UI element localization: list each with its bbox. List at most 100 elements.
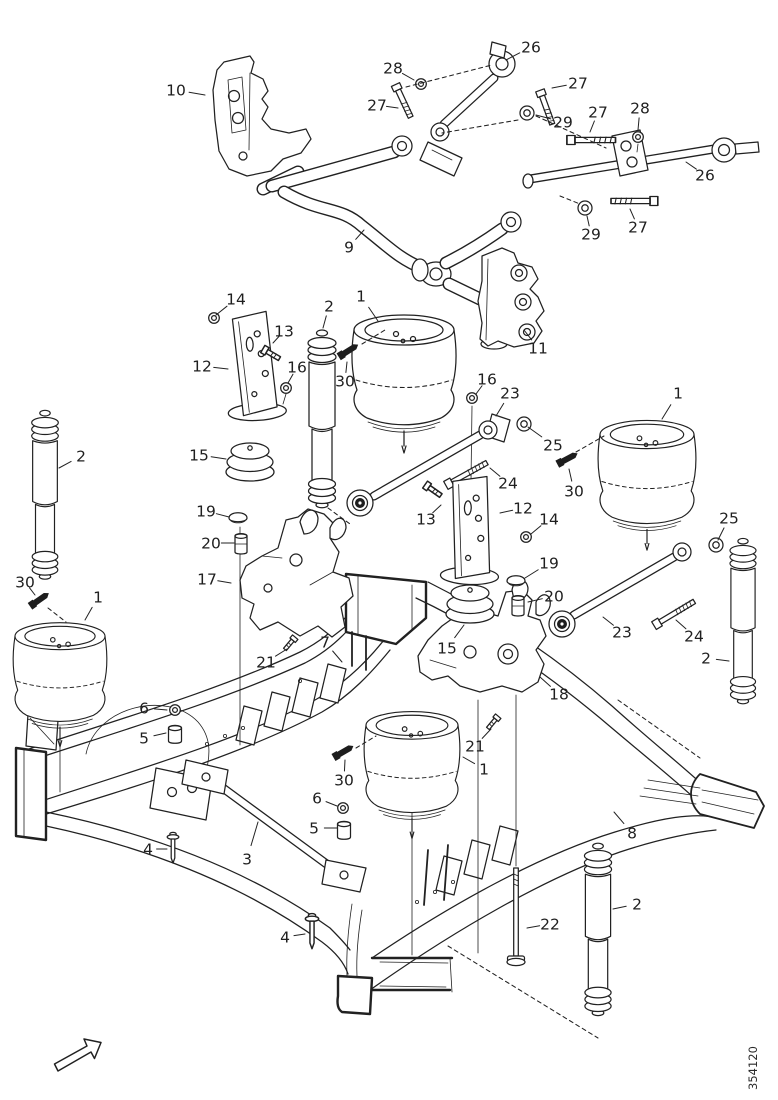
callout-label-1: 1 xyxy=(673,385,683,403)
callout-label-27: 27 xyxy=(628,219,648,237)
callout-label-1: 1 xyxy=(356,288,366,306)
callout-leader-13 xyxy=(432,504,442,514)
callout-leader-29 xyxy=(586,215,590,227)
callout-label-29: 29 xyxy=(581,226,601,244)
bolt-27 xyxy=(566,134,617,146)
callout-label-30: 30 xyxy=(335,373,355,391)
callout-label-17: 17 xyxy=(197,571,217,589)
callout-label-19: 19 xyxy=(196,503,216,521)
callout-leader-27 xyxy=(385,105,399,109)
callout-label-2: 2 xyxy=(701,650,711,668)
callout-leader-28 xyxy=(637,117,640,131)
callout-label-10: 10 xyxy=(166,82,186,100)
callout-leader-27 xyxy=(629,208,635,220)
callout-label-23: 23 xyxy=(500,385,520,403)
frame-rail-right xyxy=(336,581,765,1016)
torque-rod-bracket-11 xyxy=(477,247,545,350)
track-bar xyxy=(181,759,367,893)
callout-label-5: 5 xyxy=(309,820,319,838)
callout-label-28: 28 xyxy=(383,60,403,78)
bolt-21 xyxy=(484,713,502,732)
callout-label-6: 6 xyxy=(312,790,322,808)
callout-leader-8 xyxy=(613,811,625,825)
callout-leader-23 xyxy=(602,616,614,626)
callout-label-19: 19 xyxy=(539,555,559,573)
callout-leader-11 xyxy=(523,329,533,341)
washer-25 xyxy=(516,416,532,432)
bolt-27 xyxy=(610,195,659,207)
rubber-bumper-15 xyxy=(445,584,495,624)
callout-leader-20 xyxy=(527,598,543,603)
callout-label-30: 30 xyxy=(564,483,584,501)
callout-leader-26 xyxy=(505,52,521,61)
callout-leader-19 xyxy=(215,513,230,518)
nut-6 xyxy=(337,802,349,814)
callout-label-18: 18 xyxy=(549,686,569,704)
callout-leader-15 xyxy=(454,624,465,639)
callout-leader-21 xyxy=(481,728,492,739)
axle-bracket-10 xyxy=(212,55,312,177)
pin-4 xyxy=(166,831,180,864)
callout-label-8: 8 xyxy=(627,825,637,843)
callout-leader-27 xyxy=(551,84,567,89)
callout-label-25: 25 xyxy=(543,437,563,455)
callout-label-12: 12 xyxy=(192,358,212,376)
callout-leader-1 xyxy=(84,606,93,621)
callout-leader-12 xyxy=(213,366,229,370)
nut-14 xyxy=(520,531,532,543)
nut-28 xyxy=(632,131,644,143)
axle-seat-17 xyxy=(239,508,354,638)
small-hardware xyxy=(27,312,580,967)
bolt-30 xyxy=(27,589,52,610)
callout-label-2: 2 xyxy=(76,448,86,466)
bushing-5 xyxy=(336,820,352,840)
callout-leader-30 xyxy=(29,587,36,596)
callout-label-4: 4 xyxy=(280,929,290,947)
cap-19 xyxy=(506,575,526,587)
callout-label-30: 30 xyxy=(334,772,354,790)
callout-label-20: 20 xyxy=(544,588,564,606)
callout-label-2: 2 xyxy=(324,298,334,316)
washer-29 xyxy=(519,105,535,121)
callout-leader-30 xyxy=(568,468,573,482)
callout-leader-14 xyxy=(215,305,228,316)
bolt-13 xyxy=(421,480,444,500)
callout-leader-19 xyxy=(524,569,539,579)
nut-14 xyxy=(208,312,220,324)
callout-leader-29 xyxy=(535,114,552,120)
shock-absorber xyxy=(307,329,337,509)
callout-label-20: 20 xyxy=(201,535,221,553)
direction-arrow xyxy=(53,1038,102,1072)
bushing-5 xyxy=(167,724,183,744)
callout-label-25: 25 xyxy=(719,510,739,528)
air-spring xyxy=(363,710,461,840)
callout-leader-26 xyxy=(685,161,697,170)
callout-leader-17 xyxy=(217,580,232,584)
callout-leader-1 xyxy=(462,756,476,765)
callout-leader-6 xyxy=(325,801,338,807)
callout-leader-5 xyxy=(153,732,167,737)
torque-rod-right xyxy=(522,129,760,189)
callout-label-9: 9 xyxy=(344,239,354,257)
callout-leader-7 xyxy=(332,650,343,663)
callout-label-11: 11 xyxy=(528,340,548,358)
callout-label-5: 5 xyxy=(139,730,149,748)
drawing-number: 354120 xyxy=(746,1046,760,1090)
callout-label-23: 23 xyxy=(612,624,632,642)
callout-leader-30 xyxy=(343,759,346,772)
air-spring xyxy=(351,314,457,454)
callout-leader-16 xyxy=(287,373,294,384)
cap-19 xyxy=(228,512,248,524)
dashed-lines xyxy=(47,64,701,1039)
spacer-20 xyxy=(511,594,525,617)
upper-control-arm xyxy=(256,135,522,306)
callout-leader-25 xyxy=(717,527,725,541)
callout-label-3: 3 xyxy=(242,851,252,869)
bolt-21 xyxy=(281,634,299,653)
callout-leader-27 xyxy=(589,120,595,133)
fastener-hardware-top xyxy=(390,78,659,216)
callout-label-1: 1 xyxy=(93,589,103,607)
callout-label-16: 16 xyxy=(477,371,497,389)
callout-leader-2 xyxy=(58,460,72,469)
